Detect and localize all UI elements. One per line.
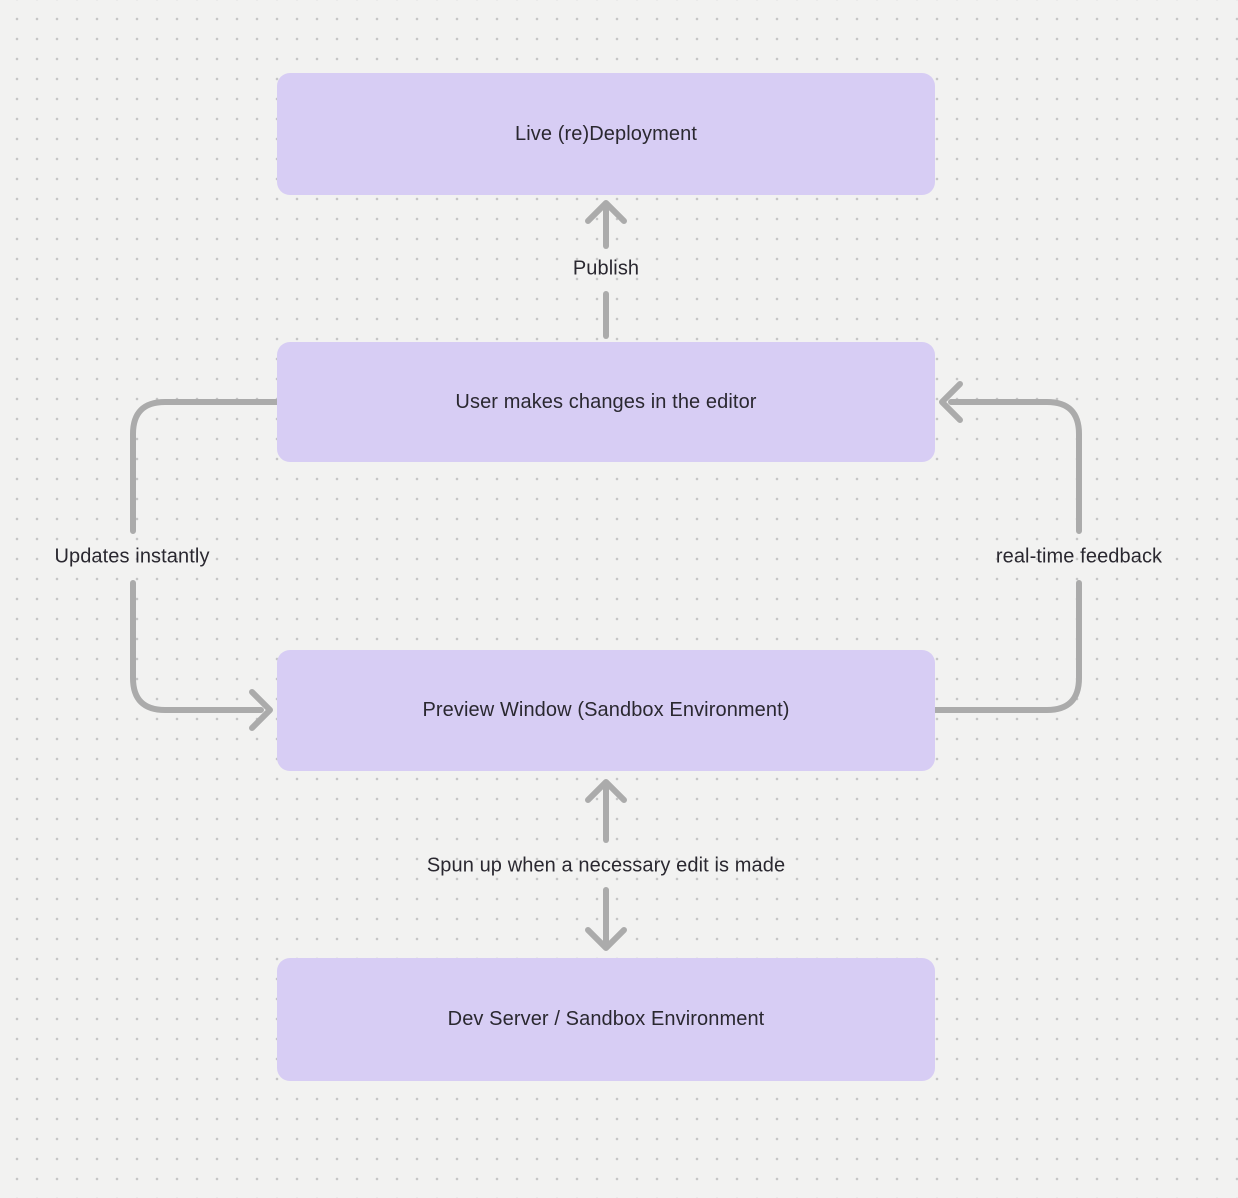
- node-user-editor: User makes changes in the editor: [277, 342, 935, 462]
- arrow-updates-instantly: [130, 399, 280, 731]
- node-preview-window: Preview Window (Sandbox Environment): [277, 650, 935, 771]
- node-live-deployment: Live (re)Deployment: [277, 73, 935, 195]
- arrow-realtime-feedback: [932, 381, 1082, 713]
- arrow-spun-up: [585, 779, 627, 951]
- node-dev-server-label: Dev Server / Sandbox Environment: [447, 1008, 765, 1030]
- node-live-deployment-label: Live (re)Deployment: [515, 122, 697, 145]
- node-user-editor-label: User makes changes in the editor: [455, 390, 757, 413]
- node-preview-window-label: Preview Window (Sandbox Environment): [422, 699, 790, 721]
- node-dev-server: Dev Server / Sandbox Environment: [277, 958, 935, 1081]
- edge-label-updates-instantly: Updates instantly: [54, 545, 210, 568]
- arrow-publish: [585, 200, 627, 339]
- edge-label-spun-up: Spun up when a necessary edit is made: [426, 854, 786, 877]
- edge-label-publish: Publish: [572, 257, 640, 280]
- edge-label-realtime-feedback: real-time feedback: [995, 545, 1163, 568]
